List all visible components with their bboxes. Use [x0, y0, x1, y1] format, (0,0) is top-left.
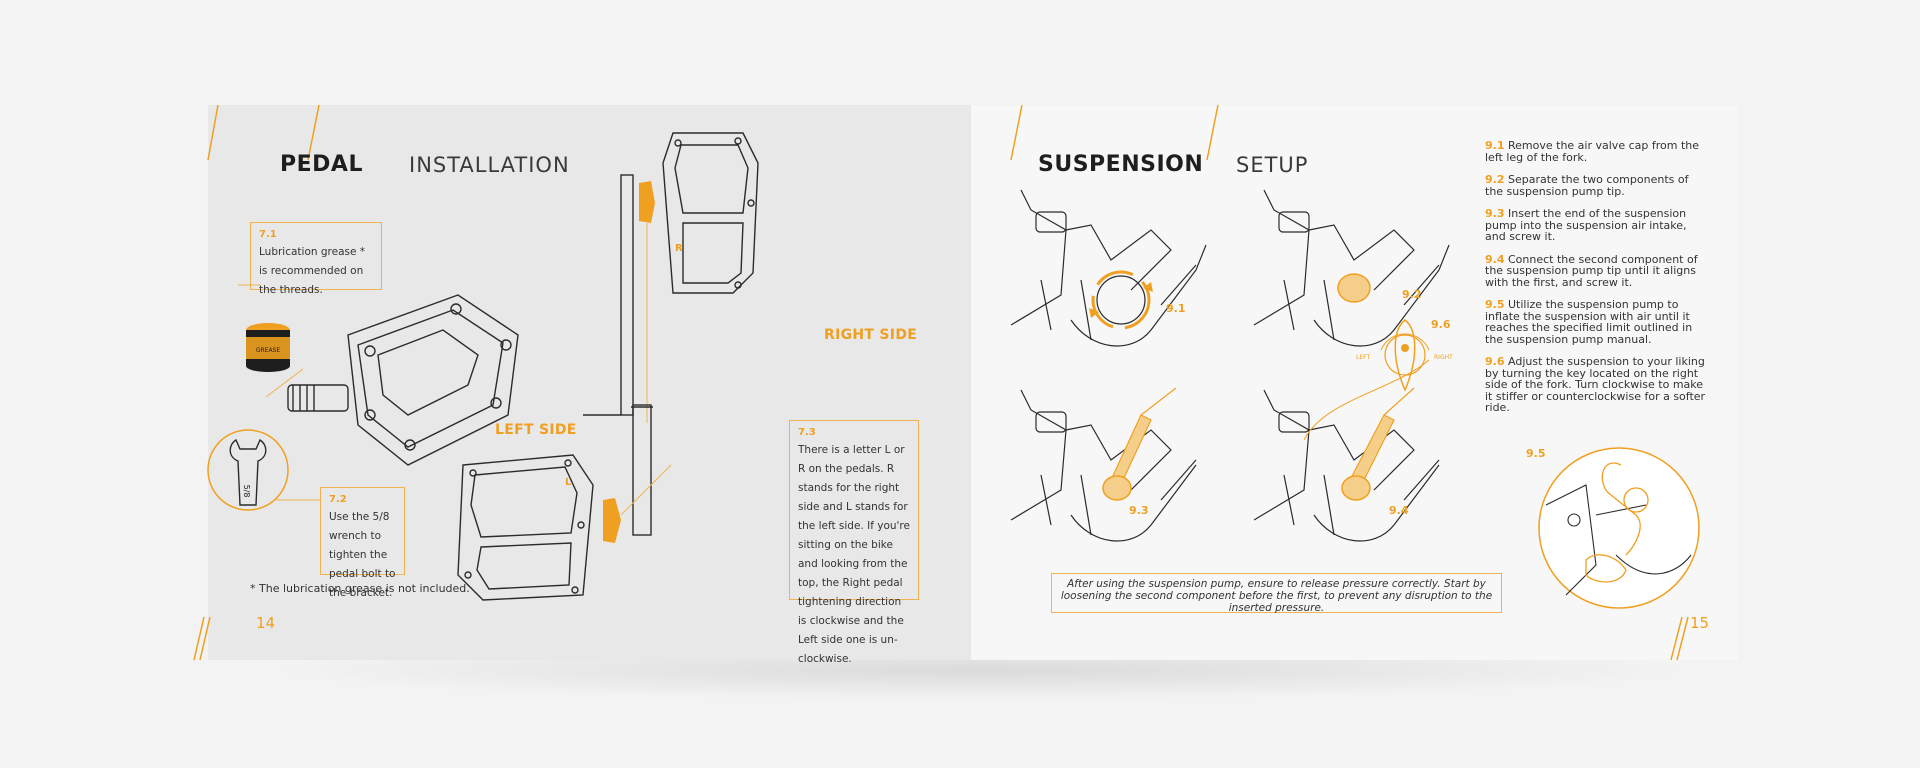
pedal-illustration	[287, 294, 519, 466]
pump-figure-9-5: 9.5	[1526, 447, 1700, 609]
instruction-text: Insert the end of the suspension pump in…	[1485, 207, 1687, 243]
step-number: 7.1	[259, 229, 277, 240]
step-text: Lubrication grease * is recommended on t…	[259, 246, 366, 296]
instruction-item: 9.3 Insert the end of the suspension pum…	[1485, 208, 1707, 243]
note-7-1: 7.1 Lubrication grease * is recommended …	[250, 222, 382, 296]
figure-label-9-6: 9.6	[1431, 318, 1451, 331]
page-number: 15	[1690, 614, 1710, 632]
instruction-text: Utilize the suspension pump to inflate t…	[1485, 298, 1693, 346]
fork-figure-9-4: 9.4	[1253, 359, 1440, 542]
warning-note: After using the suspension pump, ensure …	[1051, 573, 1502, 614]
instruction-number: 9.2	[1485, 173, 1505, 186]
page-title-bold: SUSPENSION	[1038, 152, 1204, 177]
figure-label-9-2: 9.2	[1402, 288, 1422, 301]
step-text: Use the 5/8 wrench to tighten the pedal …	[329, 511, 396, 599]
instruction-text: Connect the second component of the susp…	[1485, 252, 1698, 289]
left-page: PEDAL INSTALLATION 7.1 Lubrication greas…	[193, 104, 971, 665]
pedal-l-mark: L	[565, 477, 572, 488]
instruction-text: Remove the air valve cap from the left l…	[1485, 139, 1699, 164]
instruction-number: 9.1	[1485, 139, 1505, 152]
figure-label-9-5: 9.5	[1526, 447, 1546, 460]
fork-figure-9-2: 9.2	[1253, 189, 1450, 347]
instruction-text: Adjust the suspension to your liking by …	[1485, 355, 1706, 414]
instruction-number: 9.5	[1485, 298, 1505, 311]
wrench-illustration: 5/8	[207, 368, 320, 511]
dial-figure-9-6: LEFT RIGHT 9.6	[1356, 318, 1453, 392]
right-page: SUSPENSION SETUP 9.1 9.2 LEFT RI	[971, 104, 1738, 661]
right-side-label: RIGHT SIDE	[824, 327, 918, 343]
wrench-label: 5/8	[242, 485, 251, 498]
left-pedal-illustration: L	[457, 404, 672, 601]
instruction-item: 9.1 Remove the air valve cap from the le…	[1485, 140, 1707, 163]
note-7-2: 7.2 Use the 5/8 wrench to tighten the pe…	[320, 487, 405, 599]
pedal-r-mark: R	[675, 243, 683, 254]
footnote: * The lubrication grease is not included…	[250, 582, 470, 595]
note-7-3: 7.3 There is a letter L or R on the peda…	[789, 420, 919, 665]
grease-label: GREASE	[256, 347, 281, 354]
dial-left-label: LEFT	[1356, 354, 1370, 361]
dial-right-label: RIGHT	[1434, 354, 1453, 361]
instruction-text: Separate the two components of the suspe…	[1485, 173, 1689, 198]
page-title-light: SETUP	[1236, 153, 1309, 177]
fork-figure-9-1: 9.1	[1010, 189, 1207, 347]
instruction-item: 9.2 Separate the two components of the s…	[1485, 174, 1707, 197]
figure-label-9-4: 9.4	[1389, 504, 1409, 517]
instruction-item: 9.6 Adjust the suspension to your liking…	[1485, 356, 1707, 414]
step-number: 7.3	[798, 427, 816, 438]
grease-tub-illustration: GREASE	[238, 284, 290, 372]
instruction-item: 9.4 Connect the second component of the …	[1485, 252, 1707, 289]
instruction-number: 9.6	[1485, 355, 1505, 368]
figure-label-9-1: 9.1	[1166, 302, 1186, 315]
left-page-decor-lines	[193, 104, 320, 661]
instruction-number: 9.3	[1485, 207, 1505, 220]
right-page-decor-lines	[1010, 104, 1689, 661]
instruction-number: 9.4	[1485, 252, 1505, 266]
step-number: 7.2	[329, 494, 347, 505]
step-text: There is a letter L or R on the pedals. …	[798, 444, 910, 665]
fork-figure-9-3: 9.3	[1010, 387, 1197, 542]
instructions-list: 9.1 Remove the air valve cap from the le…	[1485, 140, 1707, 425]
left-side-label: LEFT SIDE	[495, 422, 577, 438]
page-title-light: INSTALLATION	[409, 153, 570, 177]
instruction-item: 9.5 Utilize the suspension pump to infla…	[1485, 299, 1707, 345]
figure-label-9-3: 9.3	[1129, 504, 1149, 517]
page-title-bold: PEDAL	[280, 152, 363, 177]
page-number: 14	[256, 614, 276, 632]
right-pedal-illustration: R	[583, 132, 759, 423]
